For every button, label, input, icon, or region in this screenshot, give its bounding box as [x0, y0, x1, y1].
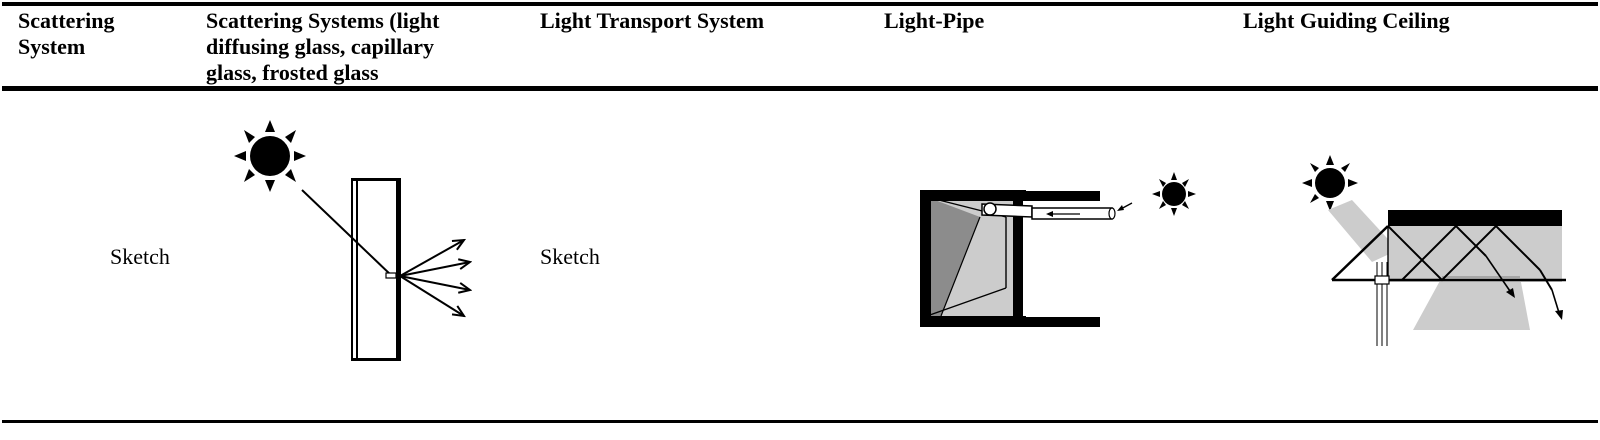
light-guiding-ceiling-sketch	[1302, 155, 1566, 346]
header-light-transport-system: Light Transport System	[540, 8, 765, 33]
table-top-rule	[2, 2, 1598, 6]
sun-icon	[1152, 172, 1196, 216]
header-scattering-system: Scattering System	[18, 8, 115, 59]
scattered-rays	[399, 240, 470, 316]
header-scattering-systems-types: Scattering Systems (light diffusing glas…	[206, 8, 440, 85]
arrow-icon	[399, 262, 470, 277]
arrow-icon	[399, 275, 470, 290]
cell-sketch-label-1: Sketch	[110, 244, 170, 269]
light-guiding-ceiling-icon	[1328, 200, 1566, 346]
header-light-guiding-ceiling: Light Guiding Ceiling	[1243, 8, 1450, 33]
sun-icon	[234, 120, 306, 192]
incident-ray	[301, 189, 393, 277]
arrow-icon	[399, 240, 464, 277]
table-header-rule	[2, 86, 1598, 91]
header-light-pipe: Light-Pipe	[884, 8, 985, 33]
sun-icon	[1302, 155, 1358, 211]
glass-pane-icon	[351, 178, 401, 361]
scattering-glass-sketch	[234, 120, 500, 361]
table-bottom-rule	[2, 420, 1598, 423]
light-pipe-room-icon	[920, 190, 1133, 327]
cell-sketch-label-2: Sketch	[540, 244, 600, 269]
light-pipe-sketch	[920, 172, 1196, 327]
arrow-icon	[399, 275, 464, 316]
